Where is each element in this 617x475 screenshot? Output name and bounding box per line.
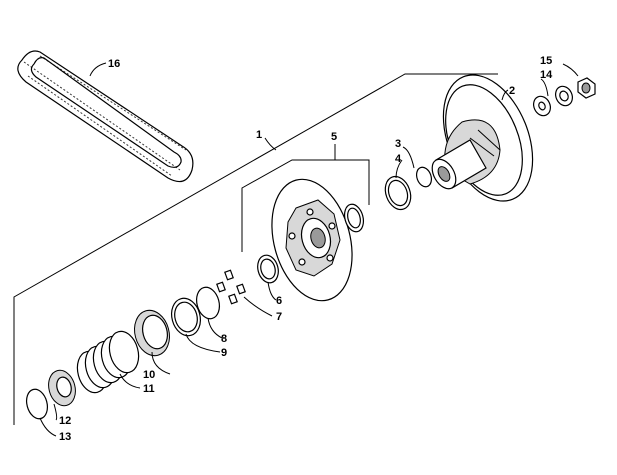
spring-cup-10 (134, 309, 170, 357)
callout-13: 13 (59, 431, 71, 443)
callout-4: 4 (395, 153, 402, 165)
driven-sheave (431, 74, 534, 202)
callout-3: 3 (395, 138, 401, 150)
callout-2: 2 (509, 85, 515, 97)
cam-plate (271, 178, 353, 302)
ring-4 (384, 175, 412, 211)
callout-9: 9 (221, 347, 227, 359)
washer-14b (555, 85, 573, 107)
drive-belt (17, 50, 194, 183)
callout-7: 7 (276, 311, 282, 323)
snap-ring-13 (25, 388, 49, 420)
seal-ring-6 (257, 254, 279, 284)
screw-group-7 (216, 269, 246, 305)
callout-12: 12 (59, 415, 71, 427)
spring-11 (76, 330, 140, 394)
callout-11: 11 (143, 383, 155, 395)
callout-16: 16 (108, 58, 120, 70)
callout-5: 5 (331, 131, 337, 143)
ring-9 (171, 297, 201, 337)
callout-1: 1 (256, 129, 262, 141)
washer-12 (48, 369, 76, 407)
seal-ring-right (343, 203, 365, 233)
callout-14: 14 (540, 69, 553, 81)
o-ring-3 (415, 166, 433, 188)
callout-15: 15 (540, 55, 552, 67)
callout-10: 10 (143, 369, 155, 381)
subassembly-bracket-line (241, 159, 370, 252)
washer-14a (533, 95, 551, 117)
hex-nut-15 (577, 77, 596, 99)
callout-8: 8 (221, 333, 227, 345)
assembly-bracket-line (13, 73, 498, 425)
o-ring-8 (195, 286, 221, 320)
leader-lines (39, 62, 579, 437)
callout-6: 6 (276, 295, 282, 307)
